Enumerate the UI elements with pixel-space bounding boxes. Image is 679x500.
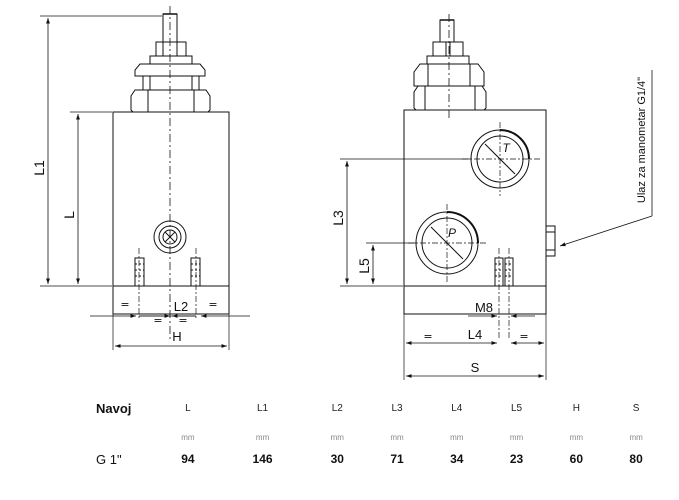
value-L2: 30 — [330, 452, 344, 466]
value-L: 94 — [181, 452, 195, 466]
value-L5: 23 — [509, 452, 524, 466]
dim-label-L: L — [61, 211, 77, 219]
unit-L: mm — [181, 432, 195, 442]
dim-eq-left-1: = — [120, 298, 129, 311]
right-view — [340, 14, 653, 380]
left-stud-left — [134, 257, 145, 287]
left-stud-right — [190, 257, 201, 287]
unit-L4: mm — [450, 432, 464, 442]
unit-S: mm — [629, 432, 643, 442]
header-L5: L5 — [510, 402, 523, 414]
unit-L3: mm — [390, 432, 404, 442]
header-S: S — [632, 402, 640, 414]
dim-eq-left-2: = — [208, 298, 217, 311]
left-lock-nut — [155, 41, 187, 57]
gauge-port — [545, 225, 556, 257]
spec-header-row: Navoj L L1 L2 L3 L4 L5 H S — [96, 398, 666, 418]
dim-eq-right-2: = — [519, 330, 528, 343]
header-L3: L3 — [391, 402, 403, 414]
left-view — [40, 6, 250, 350]
dim-eq-left-3: = — [153, 314, 162, 327]
port-label-T: T — [502, 141, 511, 155]
dim-label-S: S — [471, 360, 480, 375]
dim-label-H: H — [172, 329, 181, 344]
unit-L1: mm — [255, 432, 270, 442]
value-L4: 34 — [450, 452, 464, 466]
left-base — [112, 285, 230, 315]
dim-label-L3: L3 — [330, 210, 346, 226]
row-label-thread: G 1" — [96, 451, 122, 467]
dim-label-M8: M8 — [475, 300, 493, 315]
header-L1: L1 — [257, 402, 269, 414]
value-H: 60 — [569, 452, 583, 466]
dim-label-L2: L2 — [174, 299, 188, 314]
right-valve-body — [403, 109, 547, 287]
dim-eq-right-1: = — [423, 330, 432, 343]
value-S: 80 — [629, 452, 643, 466]
spec-table: Navoj L L1 L2 L3 L4 L5 H S mm mm mm mm m… — [96, 398, 666, 470]
unit-L2: mm — [330, 432, 344, 442]
dim-label-L1: L1 — [31, 160, 47, 176]
left-valve-body — [112, 111, 230, 287]
header-navoj: Navoj — [96, 400, 132, 416]
gauge-note: Ulaz za manometar G1/4" — [636, 77, 648, 203]
left-cap-hex — [130, 89, 211, 115]
header-L: L — [185, 402, 191, 414]
spec-unit-row: mm mm mm mm mm mm mm mm — [96, 418, 666, 448]
right-base — [403, 285, 547, 315]
unit-L5: mm — [509, 432, 524, 442]
port-label-P: P — [448, 226, 456, 240]
value-L3: 71 — [390, 452, 404, 466]
valve-technical-drawing: L1 L L2 H = = = = — [31, 6, 653, 380]
dim-label-L4: L4 — [468, 327, 482, 342]
spec-value-row: G 1" 94 146 30 71 34 23 60 80 — [96, 448, 666, 470]
header-L4: L4 — [451, 402, 463, 414]
unit-H: mm — [569, 432, 583, 442]
dim-eq-left-4: = — [178, 314, 187, 327]
header-H: H — [572, 402, 580, 414]
right-stem — [439, 19, 455, 43]
value-L1: 146 — [252, 452, 273, 466]
header-L2: L2 — [331, 402, 343, 414]
dim-label-L5: L5 — [356, 258, 372, 274]
